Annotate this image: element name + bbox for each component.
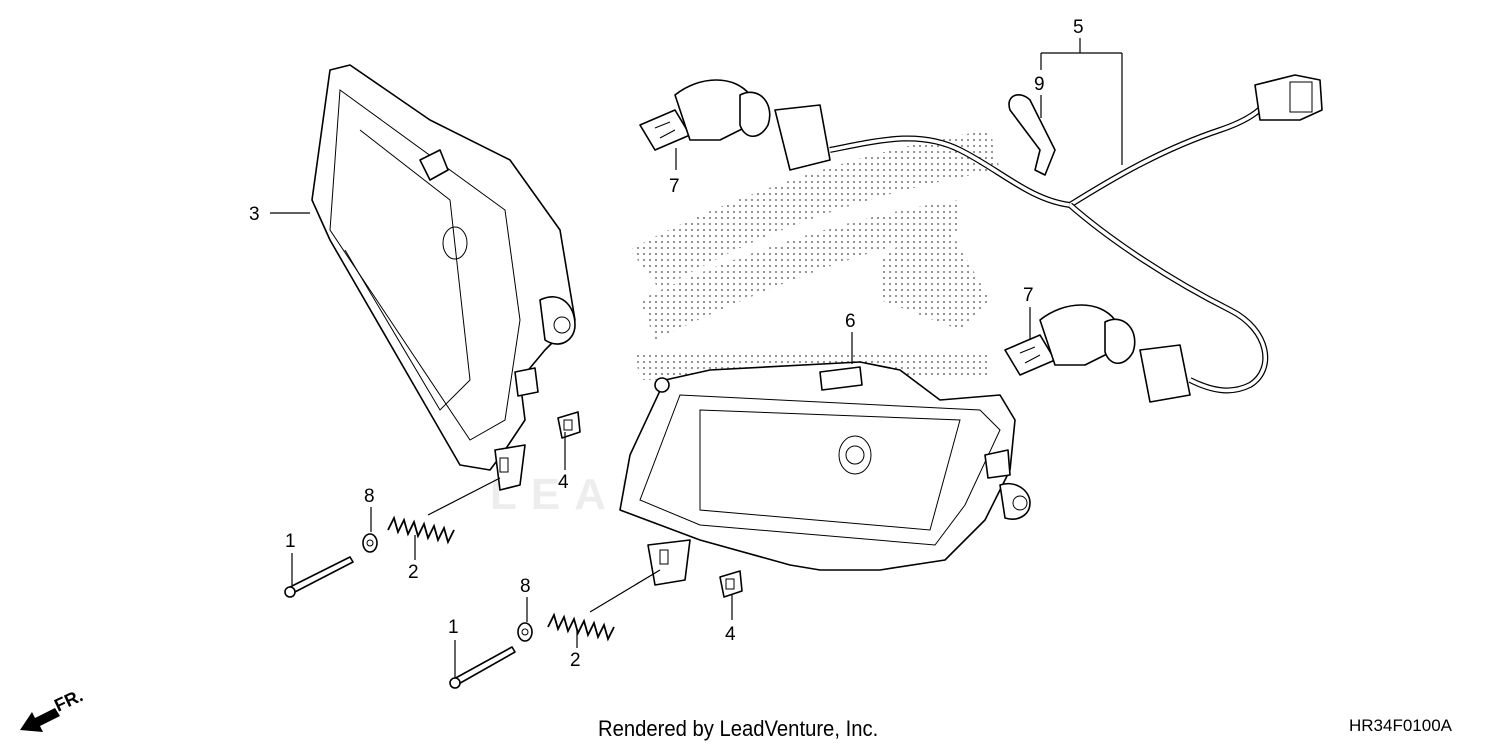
front-arrow-icon [20, 708, 60, 732]
front-direction-indicator: FR. [20, 685, 86, 732]
callout-9: 9 [1034, 74, 1045, 95]
spring-upper[interactable] [387, 515, 455, 545]
bulb-upper[interactable] [639, 79, 771, 151]
callout-2-upper: 2 [408, 562, 419, 583]
callout-7-upper: 7 [669, 176, 680, 197]
callout-6: 6 [845, 311, 856, 332]
leader-lines [270, 38, 1123, 678]
callout-4-lower: 4 [725, 624, 736, 645]
headlight-right[interactable] [619, 361, 1031, 586]
bulb-lower[interactable] [1004, 304, 1136, 376]
cable-tie[interactable] [1008, 94, 1056, 176]
callout-8-lower: 8 [520, 576, 531, 597]
render-credit: Rendered by LeadVenture, Inc. [598, 716, 879, 741]
adjusting-screw-upper[interactable] [284, 556, 354, 598]
callout-3: 3 [249, 204, 260, 225]
washer-upper[interactable] [362, 533, 378, 553]
callout-labels: 1 1 2 2 3 4 4 5 6 7 7 8 8 9 [249, 17, 1084, 671]
nut-upper[interactable] [557, 411, 581, 439]
adjusting-screw-lower[interactable] [449, 646, 516, 689]
diagram-code: HR34F0100A [1349, 716, 1453, 735]
callout-8-upper: 8 [364, 486, 375, 507]
callout-2-lower: 2 [570, 650, 581, 671]
callout-4-upper: 4 [558, 472, 569, 493]
callout-1-lower: 1 [448, 617, 459, 638]
nut-lower[interactable] [719, 570, 743, 598]
headlight-left[interactable] [311, 64, 576, 491]
callout-5: 5 [1073, 17, 1084, 38]
wing-watermark [630, 130, 1000, 380]
washer-lower[interactable] [517, 622, 533, 642]
callout-1-upper: 1 [285, 531, 296, 552]
wire-harness[interactable] [774, 74, 1323, 403]
callout-7-lower: 7 [1023, 285, 1034, 306]
spring-lower[interactable] [547, 612, 615, 642]
